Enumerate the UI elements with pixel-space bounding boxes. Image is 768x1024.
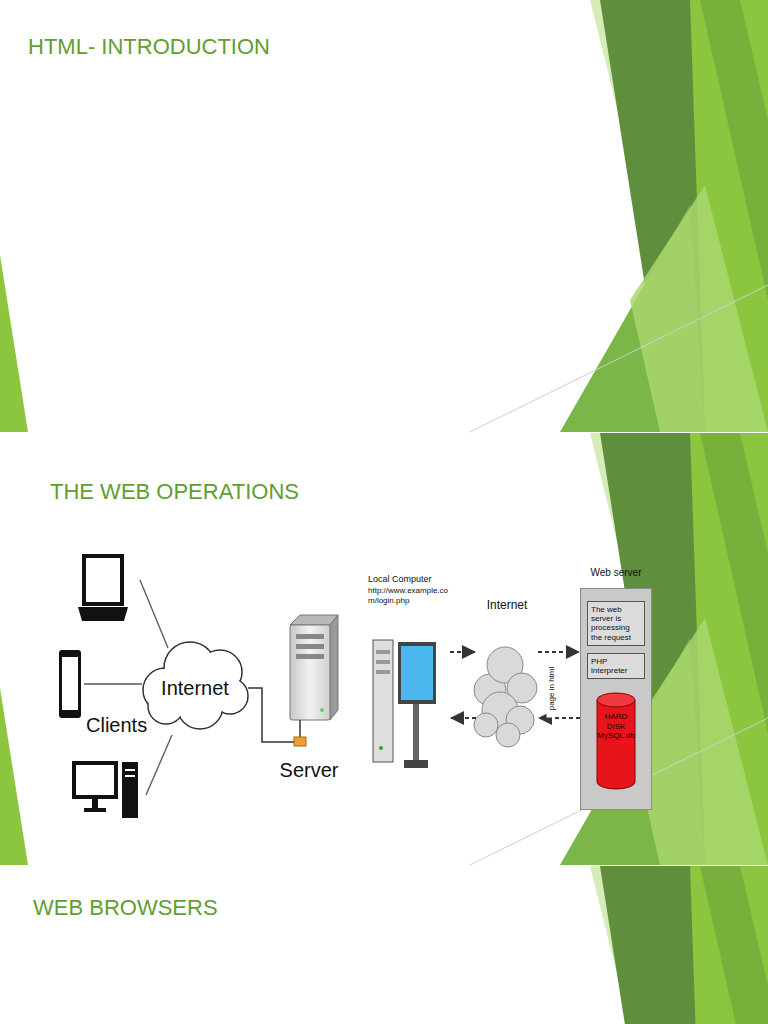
node-text: The web server is processing the request — [591, 605, 641, 642]
cloud-node: Internet — [142, 645, 248, 731]
node-text: PHP interpreter — [591, 657, 641, 675]
computer-node: Local Computer http://www.example.com/log… — [368, 574, 450, 772]
process-box: PHP interpreter — [587, 653, 645, 679]
slide-title: THE WEB OPERATIONS — [50, 479, 299, 505]
laptop-icon — [78, 556, 128, 621]
node-text: Local Computer — [368, 574, 450, 584]
local-computer — [373, 640, 436, 768]
cloud-node: Internet — [476, 598, 538, 746]
connector — [538, 717, 580, 719]
connector — [450, 651, 476, 653]
slide-title: WEB BROWSERS — [33, 895, 218, 921]
node-text: HARD DISK MySQL db — [597, 712, 635, 741]
slide-title: HTML- INTRODUCTION — [28, 34, 270, 60]
connector — [538, 651, 580, 653]
slide-decoration — [0, 433, 768, 865]
process-box: The web server is processing the request — [587, 601, 645, 646]
slide-decoration — [0, 0, 768, 432]
connector — [248, 688, 270, 742]
connector — [450, 717, 476, 719]
node-text: Web server — [571, 567, 661, 578]
group-label: Clients — [86, 714, 147, 737]
node-text: Server — [270, 759, 348, 782]
cylinder-shape — [596, 692, 636, 790]
phone-icon — [59, 650, 81, 718]
internet-cloud — [143, 642, 248, 729]
server-tower — [270, 615, 338, 746]
node-subtext: http://www.example.com/login.php — [368, 586, 450, 605]
slide-decoration — [0, 866, 768, 1024]
desktop-icon — [74, 762, 138, 818]
server-node: Server — [270, 612, 348, 784]
web-server-box: Web serverThe web server is processing t… — [580, 588, 652, 810]
node-text: Internet — [476, 598, 538, 612]
node-text: Internet — [161, 677, 229, 700]
internet-cloud — [474, 647, 537, 747]
database-cylinder: HARD DISK MySQL db — [596, 692, 636, 790]
edge-label: page in html — [547, 660, 556, 718]
